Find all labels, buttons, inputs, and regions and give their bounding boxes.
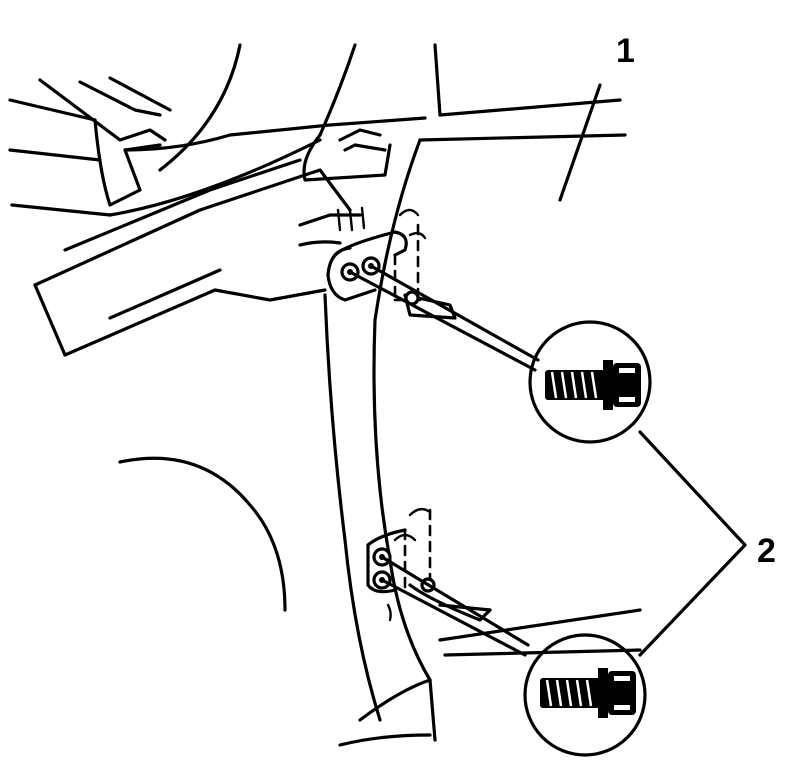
wheel-arch — [118, 456, 287, 612]
bolt-icon-lower — [540, 668, 636, 718]
bolt-icon-upper — [545, 360, 641, 410]
bolt-detail-lower — [523, 633, 647, 757]
lower-hinge — [366, 507, 492, 622]
leader-lines — [348, 264, 540, 657]
callout-label-2: 2 — [757, 532, 776, 570]
callout-label-1: 1 — [616, 32, 635, 70]
main-beam — [33, 158, 352, 357]
upper-body-structure — [8, 43, 627, 217]
bolt-detail-upper — [528, 320, 652, 444]
callout-2-leaders — [638, 430, 747, 657]
